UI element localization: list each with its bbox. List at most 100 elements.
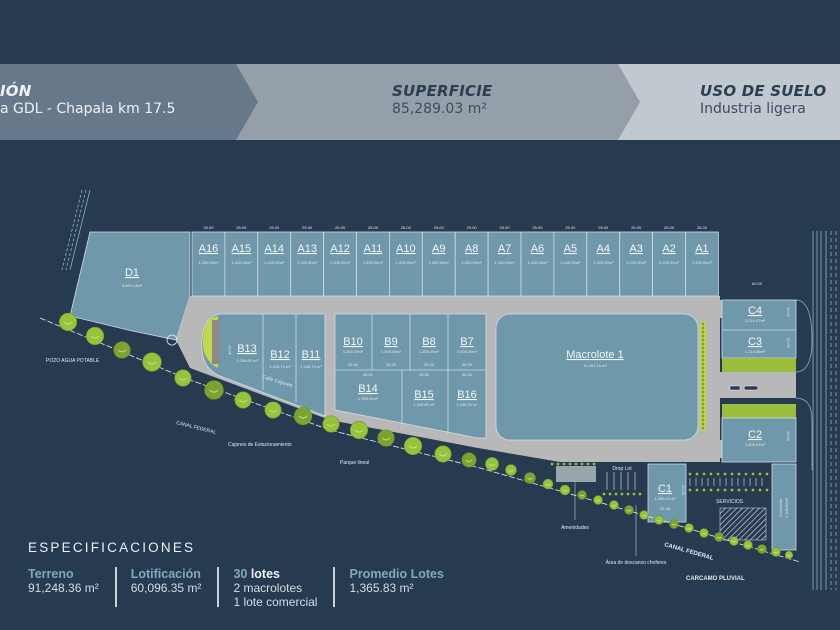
lot-a6-frontage: 25.00: [532, 225, 543, 230]
lot-c1-area: 1,280.25 m²: [654, 496, 676, 501]
gate-icon: [729, 385, 759, 391]
lot-a2-label: A2: [662, 243, 675, 255]
lot-a13-shape: [290, 231, 325, 297]
tree-icon: [485, 457, 499, 471]
lot-a4-frontage: 25.00: [598, 225, 609, 230]
tree-icon: [593, 495, 603, 505]
ubicacion-value: a GDL - Chapala km 17.5: [0, 101, 176, 117]
hedge-dot: [701, 370, 705, 374]
tree-icon: [377, 429, 395, 447]
lot-texts: 25.00A161,200.00m²25.00A151,200.00m²25.0…: [122, 225, 791, 518]
comercial-label: Comercial: [778, 499, 783, 517]
c1-lot-shape: [647, 463, 687, 523]
tree-highlight: [545, 483, 551, 486]
lot-a1-label: A1: [695, 243, 708, 255]
ubicacion-title: IÓN: [0, 82, 32, 100]
uso-de-suelo-value: Industria ligera: [700, 101, 806, 117]
lot-a16-shape: [191, 231, 226, 297]
road-center-gap: [720, 372, 796, 398]
macrolote-1-area: 14,409.15 m²: [583, 363, 607, 368]
lot-b15-area: 1,308.83 m²: [413, 402, 435, 407]
lot-a4-area: 1,200.00m²: [593, 260, 614, 265]
hedge-dot: [580, 462, 584, 466]
lot-a15-label: A15: [232, 243, 252, 255]
spec-terreno-value: 91,248.36 m²: [28, 581, 99, 595]
hedge-dot: [765, 488, 769, 492]
hedge-dot: [608, 492, 612, 496]
lot-b9-label: B9: [384, 336, 397, 348]
tree-icon: [729, 536, 739, 546]
tree-icon: [743, 540, 753, 550]
tree-icon: [757, 544, 767, 554]
green-strip-bottom: [722, 404, 796, 418]
lot-b15-front: 28.80: [419, 372, 430, 377]
tree-icon: [699, 528, 709, 538]
banner-segment-ubicacion-bg: [0, 64, 260, 140]
tree-highlight: [238, 399, 248, 403]
hedge-dot: [758, 488, 762, 492]
lot-b10-label: B10: [343, 336, 363, 348]
lot-a12-frontage: 25.00: [335, 225, 346, 230]
service-building: [719, 507, 767, 541]
hedge-dot: [701, 354, 705, 358]
hedge-dot: [723, 488, 727, 492]
hedge-dot: [701, 338, 705, 342]
info-banner: IÓN a GDL - Chapala km 17.5 SUPERFICIE 8…: [0, 64, 840, 140]
note-canal-right: CANAL FEDERAL: [663, 542, 714, 562]
tree-icon: [58, 312, 78, 332]
uso-de-suelo-title: USO DE SUELO: [700, 82, 827, 100]
lot-b16-area: 1,288.20 m²: [456, 402, 478, 407]
macrolote-1-shape: [495, 313, 699, 441]
lot-b9-area: 1,200.49m²: [381, 349, 402, 354]
hedge-dot: [723, 472, 727, 476]
hedge-dot: [702, 488, 706, 492]
well-symbol-icon: [166, 334, 178, 346]
tree-highlight: [745, 544, 751, 547]
banner-segment-superficie-bg: [236, 64, 642, 140]
lot-a11-label: A11: [364, 243, 383, 255]
lot-c3-side: 30.00: [786, 338, 791, 349]
lot-a11-shape: [356, 231, 390, 297]
hedge-dot: [586, 462, 590, 466]
tree-highlight: [209, 389, 219, 393]
lot-b12-area: 1,208.74 m²: [269, 364, 291, 369]
hedge-dot: [701, 342, 705, 346]
lot-b14-label: B14: [358, 383, 378, 395]
specs-title: ESPECIFICACIONES: [28, 540, 196, 555]
tree-highlight: [63, 321, 73, 325]
hedge-dot: [701, 322, 705, 326]
lot-b7-label: B7: [460, 336, 473, 348]
lot-d1-area: 5,820.13m²: [122, 283, 143, 288]
tree-icon: [669, 519, 679, 529]
banner-segment-uso-de-suelo: USO DE SUELO Industria ligera: [700, 82, 826, 117]
comercial-area: 1,108.60m²: [784, 497, 789, 518]
note-servicios: SERVICIOS: [716, 499, 744, 505]
lot-c1-side: 30.00: [681, 485, 686, 496]
row-b-right-lots: [335, 314, 486, 434]
lot-a8-shape: [454, 231, 489, 297]
hedge-dot: [626, 492, 630, 496]
tree-highlight: [626, 509, 632, 512]
lot-c4-side: 30.00: [786, 307, 791, 318]
hedge-dot: [701, 326, 705, 330]
hedge-dot: [701, 334, 705, 338]
note-descanso: Área de descanso choferes: [606, 559, 667, 566]
hedge-dot: [709, 472, 713, 476]
c4-c3-block: [721, 299, 797, 359]
lot-c4-label: C4: [748, 305, 762, 317]
spec-lotificacion-head: Lotificación: [130, 567, 201, 581]
hedge-dot: [701, 398, 705, 402]
superficie-value: 85,289.03 m²: [392, 101, 487, 117]
hedge-dot: [574, 462, 578, 466]
tree-highlight: [90, 335, 100, 339]
lot-b10-area: 1,200.49m²: [343, 349, 364, 354]
hedge-dot: [701, 402, 705, 406]
lot-c2-area: 1,805.67m²: [745, 442, 766, 447]
lot-a2-frontage: 25.00: [664, 225, 675, 230]
lot-b7-area: 1,200.49m²: [457, 349, 478, 354]
site-plan: 25.00A161,200.00m²25.00A151,200.00m²25.0…: [39, 189, 837, 590]
tree-highlight: [716, 536, 722, 539]
hedge-dot: [550, 462, 554, 466]
tree-icon: [234, 391, 252, 409]
tree-icon: [349, 420, 369, 440]
